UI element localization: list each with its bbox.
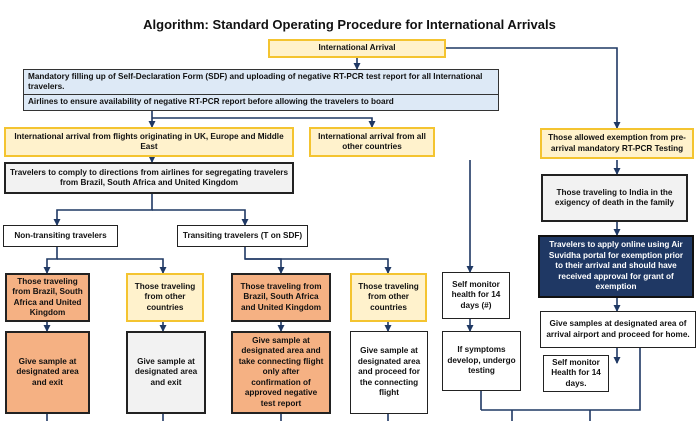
node-international-arrival: International Arrival: [268, 39, 446, 58]
node-label: Travelers to apply online using Air Suvi…: [548, 240, 684, 292]
node-nt-brazil-action: Give sample at designated area and exit: [5, 331, 90, 414]
node-airlines-requirement: Airlines to ensure availability of negat…: [23, 94, 499, 111]
node-t-other-action: Give sample at designated area and proce…: [350, 331, 428, 414]
node-exemption: Those allowed exemption from pre-arrival…: [540, 128, 694, 159]
node-t-brazil: Those traveling from Brazil, South Afric…: [231, 273, 331, 322]
node-label: Airlines to ensure availability of negat…: [28, 97, 394, 107]
node-label: International arrival from all other cou…: [318, 131, 426, 152]
node-label: International Arrival: [318, 43, 396, 53]
arrow-arrival-to-exemption: [446, 47, 621, 129]
node-label: Transiting travelers (T on SDF): [182, 230, 303, 240]
node-uk-europe-me: International arrival from flights origi…: [4, 127, 294, 157]
arrow-bottom-connector: [481, 348, 641, 411]
node-self-monitor-14: Self monitor Health for 14 days.: [543, 355, 609, 392]
node-samples-airport: Give samples at designated area of arriv…: [540, 311, 696, 348]
node-sdf-requirement: Mandatory filling up of Self-Declaration…: [23, 69, 499, 95]
node-other-countries: International arrival from all other cou…: [309, 127, 435, 157]
node-label: Those traveling from Brazil, South Afric…: [240, 281, 322, 312]
node-t-other: Those traveling from other countries: [350, 273, 427, 322]
node-label: Give sample at designated area and take …: [238, 335, 324, 408]
node-label: Those traveling from other countries: [358, 281, 419, 312]
node-label: Those allowed exemption from pre-arrival…: [548, 133, 686, 153]
node-label: If symptoms develop, undergo testing: [447, 345, 516, 376]
node-label: Give sample at designated area and exit: [16, 356, 79, 387]
node-death-in-family: Those traveling to India in the exigency…: [541, 174, 688, 222]
node-label: Those traveling from Brazil, South Afric…: [12, 276, 83, 318]
arrow-to-t-brazil: [244, 247, 285, 274]
diagram-title: Algorithm: Standard Operating Procedure …: [143, 17, 556, 32]
node-nt-brazil: Those traveling from Brazil, South Afric…: [5, 273, 90, 322]
arrow-to-nt-other: [57, 258, 167, 274]
node-label: Travelers to comply to directions from a…: [10, 167, 289, 188]
node-label: Those traveling from other countries: [134, 281, 196, 312]
node-nt-other: Those traveling from other countries: [126, 273, 204, 322]
node-non-transiting: Non-transiting travelers: [3, 225, 118, 247]
arrow-to-t-other: [245, 258, 392, 274]
node-air-suvidha: Travelers to apply online using Air Suvi…: [538, 235, 694, 298]
node-label: Self monitor Health for 14 days.: [551, 357, 601, 388]
node-label: Mandatory filling up of Self-Declaration…: [28, 71, 483, 92]
arrow-to-transiting: [152, 209, 249, 226]
node-symptoms: If symptoms develop, undergo testing: [442, 331, 521, 391]
node-label: Give sample at designated area and exit: [134, 356, 198, 387]
arrow-to-non-transiting: [53, 194, 153, 226]
node-label: Those traveling to India in the exigency…: [554, 187, 675, 208]
node-segregation: Travelers to comply to directions from a…: [4, 162, 294, 194]
node-self-monitor-hash: Self monitor health for 14 days (#): [442, 272, 510, 319]
node-nt-other-action: Give sample at designated area and exit: [126, 331, 206, 414]
node-label: Give samples at designated area of arriv…: [546, 319, 690, 339]
node-label: Self monitor health for 14 days (#): [451, 279, 501, 310]
node-label: International arrival from flights origi…: [14, 131, 284, 152]
node-label: Non-transiting travelers: [14, 230, 107, 240]
node-t-brazil-action: Give sample at designated area and take …: [231, 331, 331, 414]
arrow-to-nt-brazil: [43, 247, 58, 274]
arrow-to-other-branch: [152, 117, 376, 128]
node-transiting: Transiting travelers (T on SDF): [177, 225, 308, 247]
node-label: Give sample at designated area and proce…: [357, 346, 421, 398]
